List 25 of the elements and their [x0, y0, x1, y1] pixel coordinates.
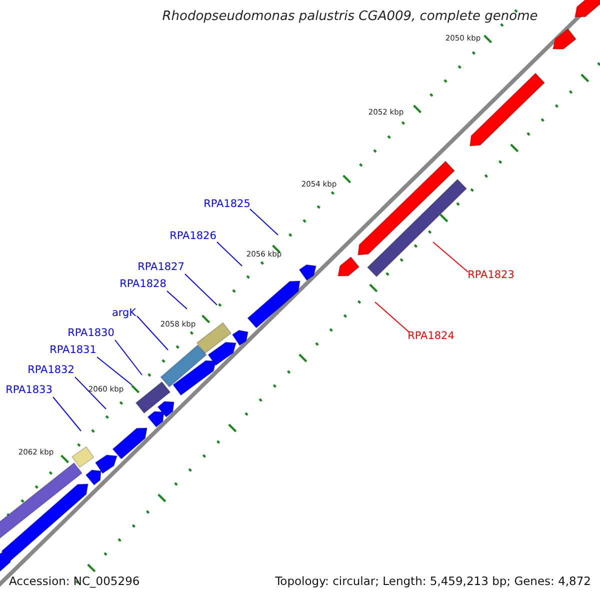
gene-label: RPA1832 [28, 364, 74, 376]
gene-label: RPA1827 [138, 261, 184, 273]
gene-label: RPA1830 [68, 327, 114, 339]
gene-label: RPA1823 [468, 269, 514, 281]
leader-line [136, 316, 168, 350]
leader-line [114, 340, 142, 376]
leader-line [184, 274, 218, 306]
leader-line [74, 376, 106, 410]
leader-line [374, 302, 410, 332]
leader-line [216, 242, 242, 266]
gene-label: RPA1833 [6, 384, 52, 396]
genome-summary: Topology: circular; Length: 5,459,213 bp; Genes: 4,872 [275, 574, 591, 588]
gene-label: RPA1825 [204, 198, 250, 210]
gene-label: RPA1828 [120, 278, 166, 290]
leader-line [432, 242, 468, 272]
leader-line [52, 396, 82, 432]
gene-label: argK [112, 307, 136, 319]
gene-label: RPA1824 [408, 330, 454, 342]
gene-label: RPA1826 [170, 230, 216, 242]
gene-label: RPA1831 [50, 344, 96, 356]
leader-line [166, 290, 188, 310]
accession-label: Accession: NC_005296 [9, 574, 140, 588]
leader-line [96, 356, 132, 386]
title: Rhodopseudomonas palustris CGA009, complete genome [161, 9, 539, 24]
leader-line [250, 208, 278, 236]
